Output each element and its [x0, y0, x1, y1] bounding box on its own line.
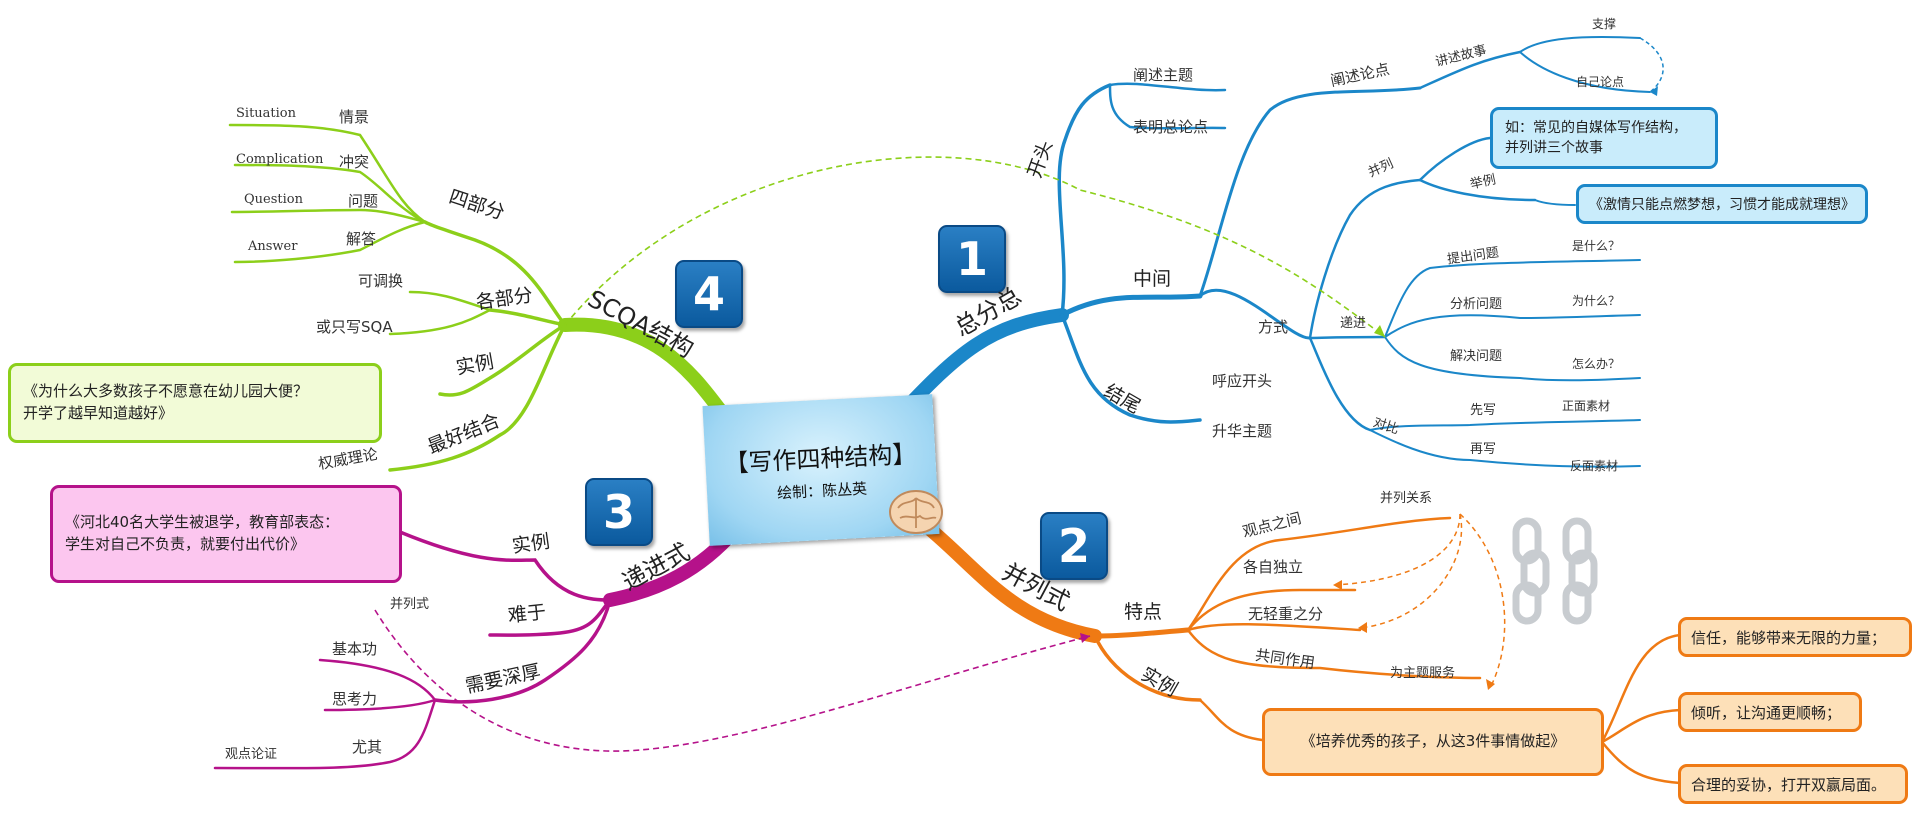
node-c-cn[interactable]: 冲突 [339, 153, 370, 171]
central-subtitle: 绘制：陈丛英 [776, 479, 868, 503]
branch-2-dashed [1334, 513, 1506, 689]
node-guandian-3[interactable]: 观点论证 [225, 747, 278, 762]
node-shenghua[interactable]: 升华主题 [1212, 422, 1273, 440]
node-fan[interactable]: 反面素材 [1570, 459, 1619, 473]
node-shi[interactable]: 是什么？ [1572, 239, 1621, 253]
node-zhongjian[interactable]: 中间 [1133, 268, 1172, 290]
node-s-en[interactable]: Situation [236, 106, 296, 121]
magenta-arrow [1080, 633, 1090, 643]
arrow-c [1486, 679, 1495, 690]
node-k1[interactable]: 阐述主题 [1133, 66, 1194, 84]
node-weizhuti[interactable]: 为主题服务 [1390, 666, 1456, 681]
node-c-en[interactable]: Complication [236, 152, 324, 167]
support-connector [1639, 37, 1664, 93]
node-gezi[interactable]: 各自独立 [1243, 558, 1304, 576]
node-fenxi[interactable]: 分析问题 [1450, 297, 1503, 312]
note-pink[interactable]: 《河北40名大学生被退学，教育部表态： 学生对自己不负责，就要付出代价》 [50, 485, 402, 583]
node-nanyu[interactable]: 难于 [506, 601, 548, 627]
node-zai[interactable]: 再写 [1470, 442, 1497, 457]
node-tedian[interactable]: 特点 [1124, 601, 1163, 623]
node-xian[interactable]: 先写 [1470, 403, 1497, 418]
node-ketiao[interactable]: 可调换 [358, 272, 404, 290]
badge-4: 4 [675, 260, 743, 328]
note-blue-1[interactable]: 如：常见的自媒体写作结构， 并列讲三个故事 [1490, 107, 1718, 169]
node-wuqing[interactable]: 无轻重之分 [1248, 605, 1324, 623]
node-wei[interactable]: 为什么？ [1572, 294, 1621, 308]
node-zhicheng[interactable]: 支撑 [1592, 17, 1617, 31]
node-k2[interactable]: 表明总论点 [1133, 118, 1209, 136]
note-orange-main[interactable]: 《培养优秀的孩子，从这3件事情做起》 [1262, 708, 1604, 776]
support-arrow [1650, 86, 1658, 96]
branch-1-lines [888, 35, 1651, 468]
branch-2-lines [918, 516, 1682, 785]
node-huying[interactable]: 呼应开头 [1212, 372, 1273, 390]
node-s-cn[interactable]: 情景 [339, 108, 370, 126]
node-dijin[interactable]: 递进 [1340, 316, 1367, 331]
cross-link-green [564, 156, 1386, 338]
node-q-en[interactable]: Question [244, 192, 303, 207]
badge-3: 3 [585, 478, 653, 546]
node-a-cn[interactable]: 解答 [346, 230, 377, 248]
arrow-a [1333, 580, 1342, 590]
node-a-en[interactable]: Answer [248, 239, 298, 254]
node-sikao[interactable]: 思考力 [332, 690, 378, 708]
note-orange-r2[interactable]: 倾听，让沟通更顺畅； [1678, 692, 1862, 732]
node-jiben[interactable]: 基本功 [332, 640, 378, 658]
node-fangshi[interactable]: 方式 [1258, 318, 1289, 336]
node-ziji[interactable]: 自己论点 [1576, 75, 1625, 89]
node-huozhi[interactable]: 或只写SQA [316, 318, 393, 336]
node-shili-3[interactable]: 实例 [510, 530, 552, 558]
green-arrow [1374, 325, 1385, 337]
node-zheng[interactable]: 正面素材 [1562, 399, 1611, 413]
note-blue-2[interactable]: 《激情只能点燃梦想，习惯才能成就理想》 [1576, 184, 1868, 224]
node-binglieshi[interactable]: 并列式 [390, 597, 430, 612]
node-bingguanxi[interactable]: 并列关系 [1380, 491, 1433, 506]
node-zen[interactable]: 怎么办？ [1572, 357, 1621, 371]
note-orange-r1[interactable]: 信任，能够带来无限的力量； [1678, 617, 1912, 657]
branch-4-lines [228, 123, 727, 472]
brain-icon [889, 490, 943, 534]
chain-icon [1512, 517, 1598, 625]
central-title: 【写作四种结构】 [723, 440, 918, 479]
badge-2: 2 [1040, 512, 1108, 580]
badge-1: 1 [938, 225, 1006, 293]
note-green[interactable]: 《为什么大多数孩子不愿意在幼儿园大便？ 开学了越早知道越好》 [8, 363, 382, 443]
node-q-cn[interactable]: 问题 [348, 192, 379, 210]
note-orange-r3[interactable]: 合理的妥协，打开双赢局面。 [1678, 764, 1908, 804]
node-youqi[interactable]: 尤其 [352, 738, 383, 756]
node-jiejue[interactable]: 解决问题 [1450, 349, 1503, 364]
cross-link-magenta [374, 609, 1091, 752]
arrow-b [1358, 622, 1367, 633]
